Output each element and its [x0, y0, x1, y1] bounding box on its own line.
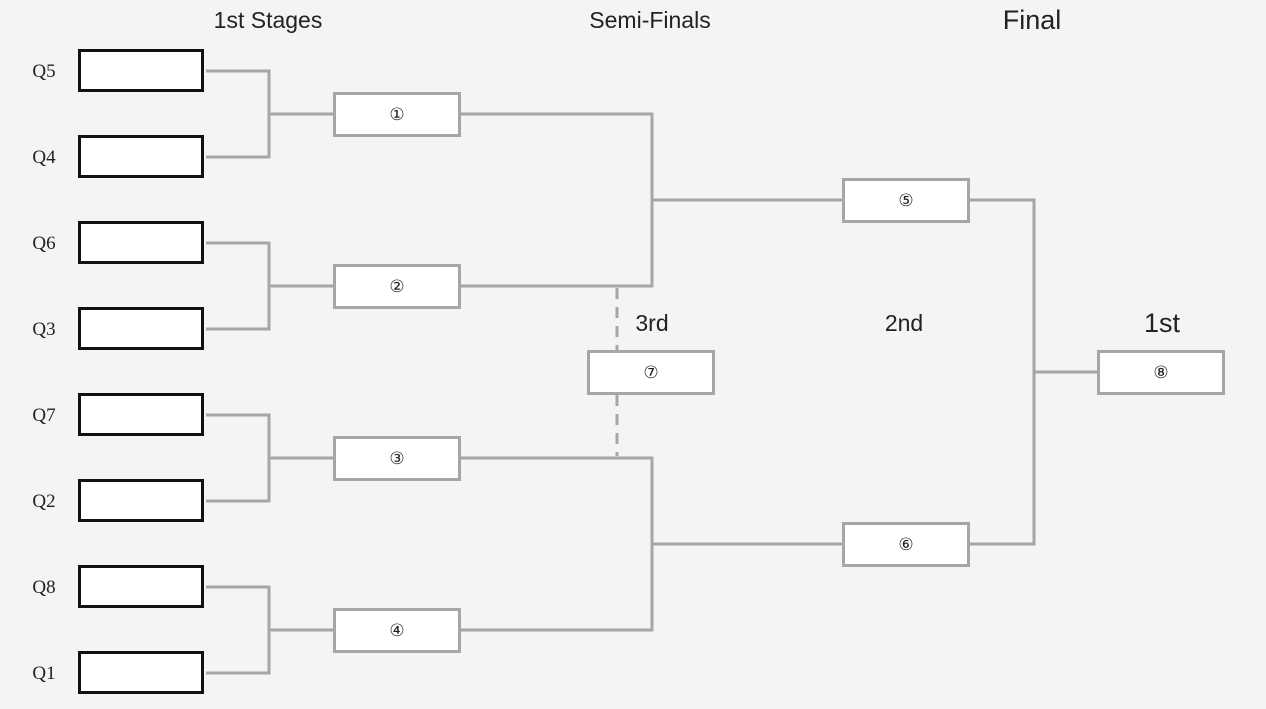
connector-q5-q4	[206, 69, 271, 159]
qualifier-label: Q8	[32, 577, 56, 598]
qualifier-label: Q6	[32, 233, 56, 254]
match-box-8: ⑧	[1097, 350, 1225, 395]
qualifier-label: Q3	[32, 319, 56, 340]
entry-slot-q2[interactable]	[78, 479, 204, 522]
entry-slot-q3[interactable]	[78, 307, 204, 350]
entry-slot-q8[interactable]	[78, 565, 204, 608]
match-box-1: ①	[333, 92, 461, 137]
entry-slot-q6[interactable]	[78, 221, 204, 264]
connector-q8-q1	[206, 585, 271, 675]
qualifier-label: Q2	[32, 491, 56, 512]
header-final: Final	[1002, 5, 1062, 35]
entry-slot-q4[interactable]	[78, 135, 204, 178]
connector-m5-m6	[970, 198, 1036, 546]
connector-q6-q3	[206, 241, 271, 331]
match-box-7: ⑦	[587, 350, 715, 395]
match-box-5: ⑤	[842, 178, 970, 223]
match-box-3: ③	[333, 436, 461, 481]
qualifier-label: Q1	[32, 663, 56, 684]
header-first-stages: 1st Stages	[213, 7, 323, 33]
entry-slot-q1[interactable]	[78, 651, 204, 694]
match-box-6: ⑥	[842, 522, 970, 567]
qualifier-label: Q4	[32, 147, 56, 168]
connector-m1-m2	[460, 112, 654, 288]
place-label-third: 3rd	[635, 310, 669, 336]
connector-q7-q2	[206, 413, 271, 503]
place-label-first: 1st	[1143, 308, 1181, 338]
entry-slot-q7[interactable]	[78, 393, 204, 436]
entry-slot-q5[interactable]	[78, 49, 204, 92]
match-box-4: ④	[333, 608, 461, 653]
match-box-2: ②	[333, 264, 461, 309]
qualifier-label: Q5	[32, 61, 56, 82]
header-semi-finals: Semi-Finals	[589, 7, 711, 33]
connector-m3-m4	[460, 456, 654, 632]
place-label-second: 2nd	[884, 310, 924, 336]
qualifier-label: Q7	[32, 405, 56, 426]
